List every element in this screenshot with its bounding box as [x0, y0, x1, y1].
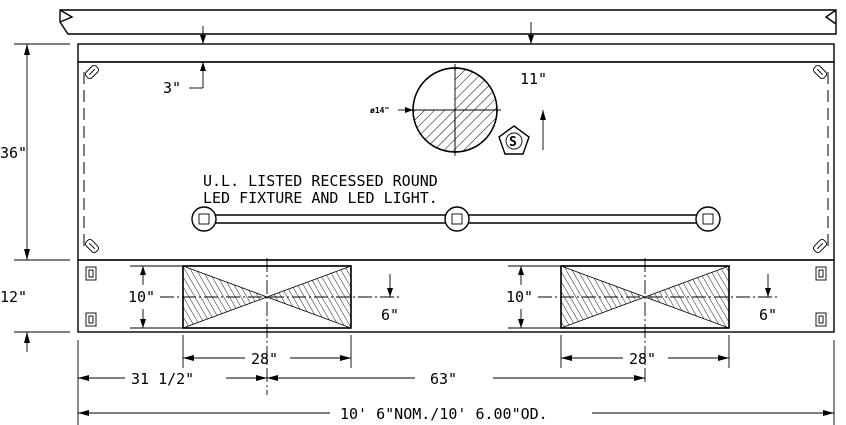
fasteners — [85, 266, 827, 327]
light-note-line2: LED FIXTURE AND LED LIGHT. — [203, 189, 438, 207]
center-lines — [160, 258, 780, 395]
sprinkler-symbol: S — [498, 125, 530, 155]
dim-center-spacing: 63" — [430, 370, 457, 388]
dim-vent-height-left: 10" — [128, 288, 155, 306]
round-light-fixture — [409, 64, 501, 156]
ceiling — [59, 9, 837, 35]
led-fixture-row — [191, 206, 721, 232]
dim-offset-top: 3" — [163, 79, 181, 97]
dim-circle-offset: 11" — [520, 70, 547, 88]
dimension-labels: 36" 12" 3" 11" ø14" 10" 10" 6" 6" 28" 28… — [0, 70, 777, 423]
dim-vent-width-left: 28" — [251, 350, 278, 368]
sprinkler-label: S — [509, 135, 517, 150]
dim-height-upper: 36" — [0, 144, 27, 162]
dim-left-offset: 31 1/2" — [131, 370, 194, 388]
dim-height-lower: 12" — [0, 288, 27, 306]
dim-vent-gap-right: 6" — [759, 306, 777, 324]
dim-vent-gap-left: 6" — [381, 306, 399, 324]
dim-overall-length: 10' 6"NOM./10' 6.00"OD. — [340, 405, 548, 423]
dimension-lines — [14, 22, 835, 425]
dim-vent-width-right: 28" — [629, 350, 656, 368]
corner-brackets — [85, 65, 827, 253]
light-note-line1: U.L. LISTED RECESSED ROUND — [203, 172, 438, 190]
dim-circle-dia: ø14" — [370, 106, 389, 115]
dim-vent-height-right: 10" — [506, 288, 533, 306]
hood-body — [77, 43, 835, 333]
light-note: U.L. LISTED RECESSED ROUND LED FIXTURE A… — [203, 172, 438, 207]
